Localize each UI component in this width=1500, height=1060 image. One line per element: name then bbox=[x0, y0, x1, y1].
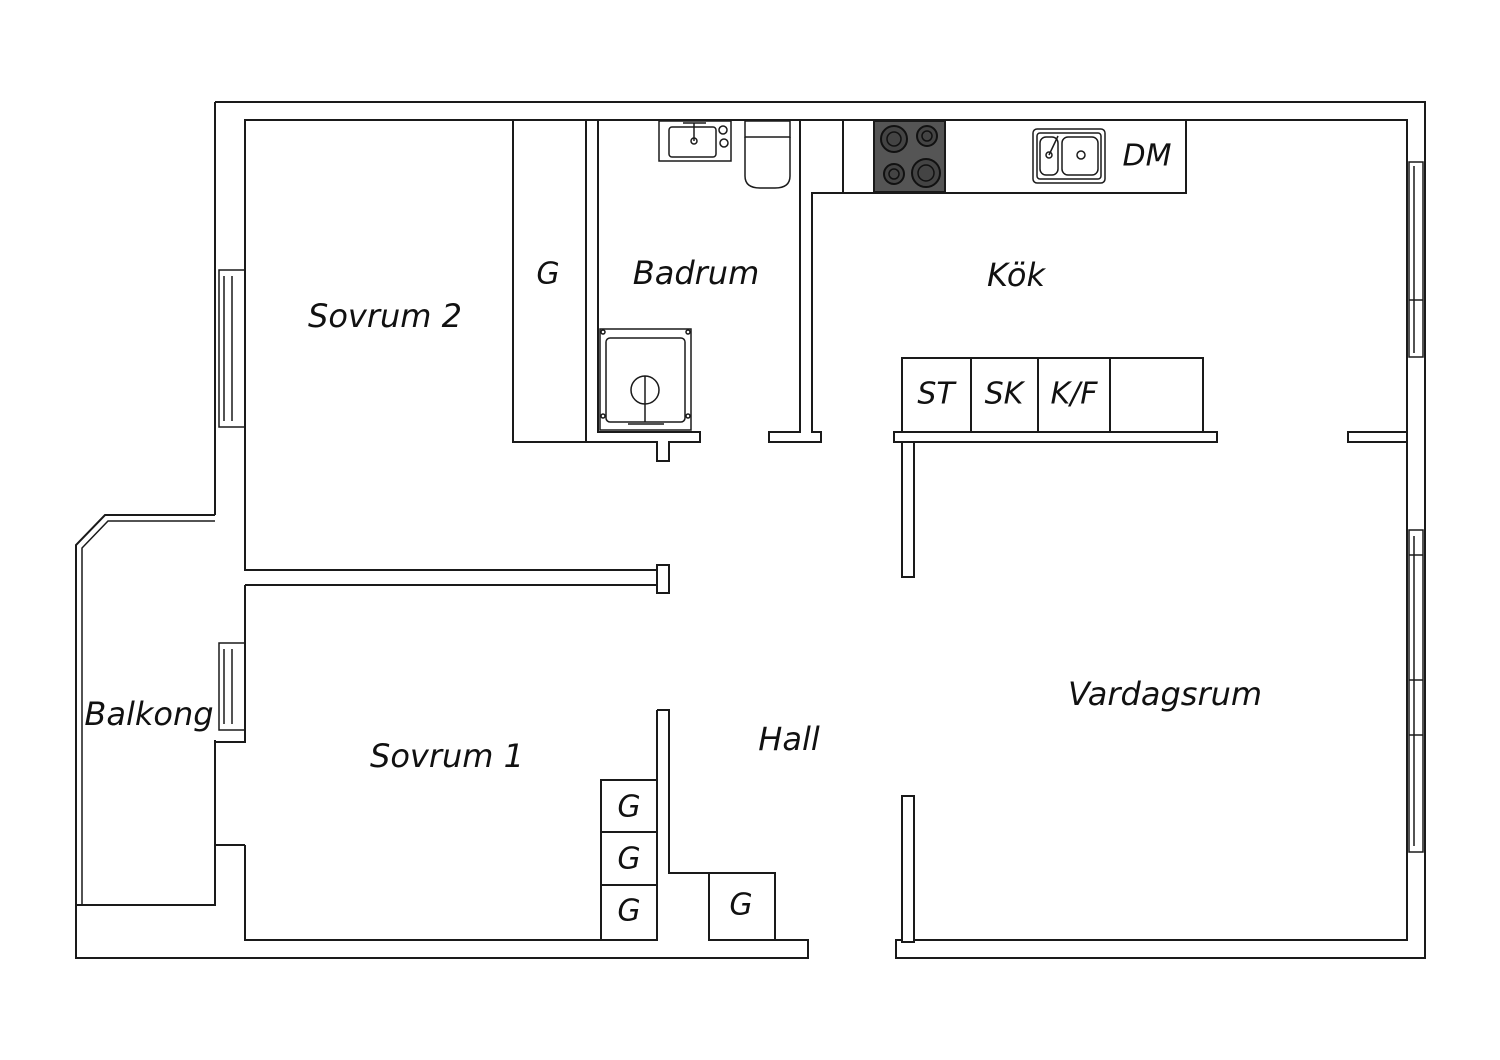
label-skap: SK bbox=[985, 377, 1026, 412]
label-diskmaskin: DM bbox=[1123, 139, 1172, 174]
window-sovrum2 bbox=[218, 269, 246, 428]
label-kok: Kök bbox=[987, 256, 1046, 294]
label-garderob-1: G bbox=[617, 790, 640, 825]
label-kyl-frys: K/F bbox=[1050, 377, 1098, 412]
label-garderob-sovrum2: G bbox=[536, 257, 559, 292]
label-hall: Hall bbox=[758, 720, 820, 758]
label-sovrum-2: Sovrum 2 bbox=[308, 297, 462, 335]
window-sovrum1 bbox=[218, 642, 246, 731]
window-vardagsrum bbox=[1408, 529, 1424, 853]
wardrobes-sovrum1 bbox=[600, 779, 658, 941]
label-vardagsrum: Vardagsrum bbox=[1068, 675, 1262, 713]
window-kok bbox=[1408, 161, 1424, 358]
wardrobe-hall bbox=[708, 872, 776, 941]
label-spis: ST bbox=[917, 377, 957, 412]
outer-walls bbox=[75, 101, 1426, 959]
toilet-icon bbox=[744, 120, 791, 189]
bathroom-sink-icon bbox=[658, 120, 732, 162]
label-sovrum-1: Sovrum 1 bbox=[370, 737, 524, 775]
kitchen-sink-icon bbox=[1032, 128, 1106, 184]
balcony-outline bbox=[75, 514, 215, 905]
label-garderob-3: G bbox=[617, 894, 640, 929]
cooktop-icon bbox=[873, 120, 946, 193]
shower-icon bbox=[599, 328, 692, 431]
label-balkong: Balkong bbox=[84, 695, 213, 733]
label-garderob-2: G bbox=[617, 842, 640, 877]
interior-walls bbox=[245, 119, 1408, 943]
kitchen-appliances bbox=[901, 357, 1204, 433]
label-badrum: Badrum bbox=[633, 254, 759, 292]
label-garderob-hall: G bbox=[729, 888, 752, 923]
